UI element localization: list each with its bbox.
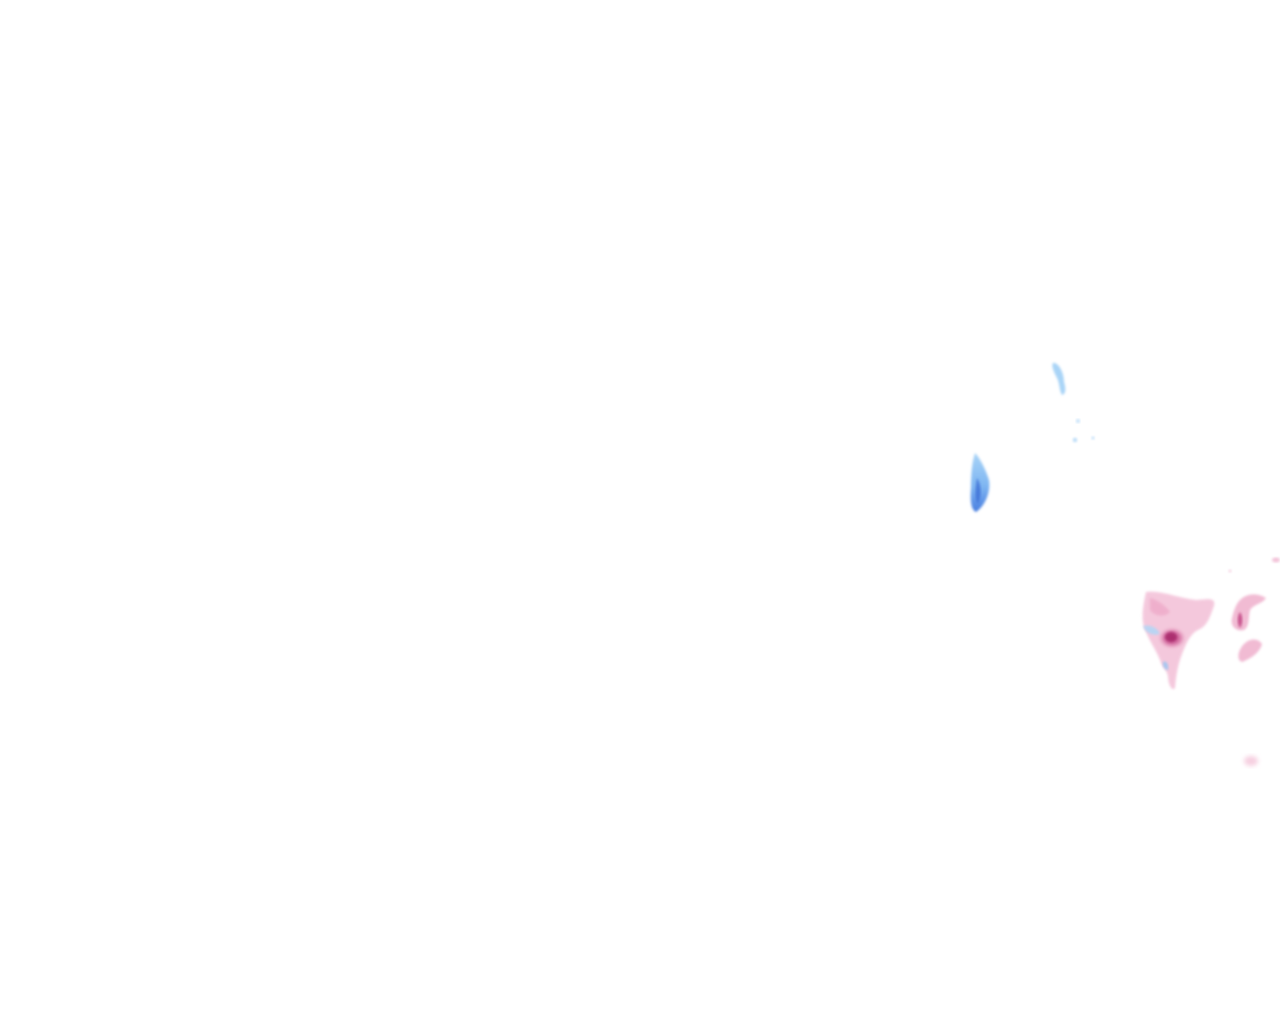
mixed-echo-fragments bbox=[1228, 557, 1280, 766]
mixed-echo-heavy bbox=[1158, 627, 1186, 649]
rain-echo-light bbox=[1052, 362, 1095, 443]
rain-echo-heavy bbox=[970, 453, 990, 512]
